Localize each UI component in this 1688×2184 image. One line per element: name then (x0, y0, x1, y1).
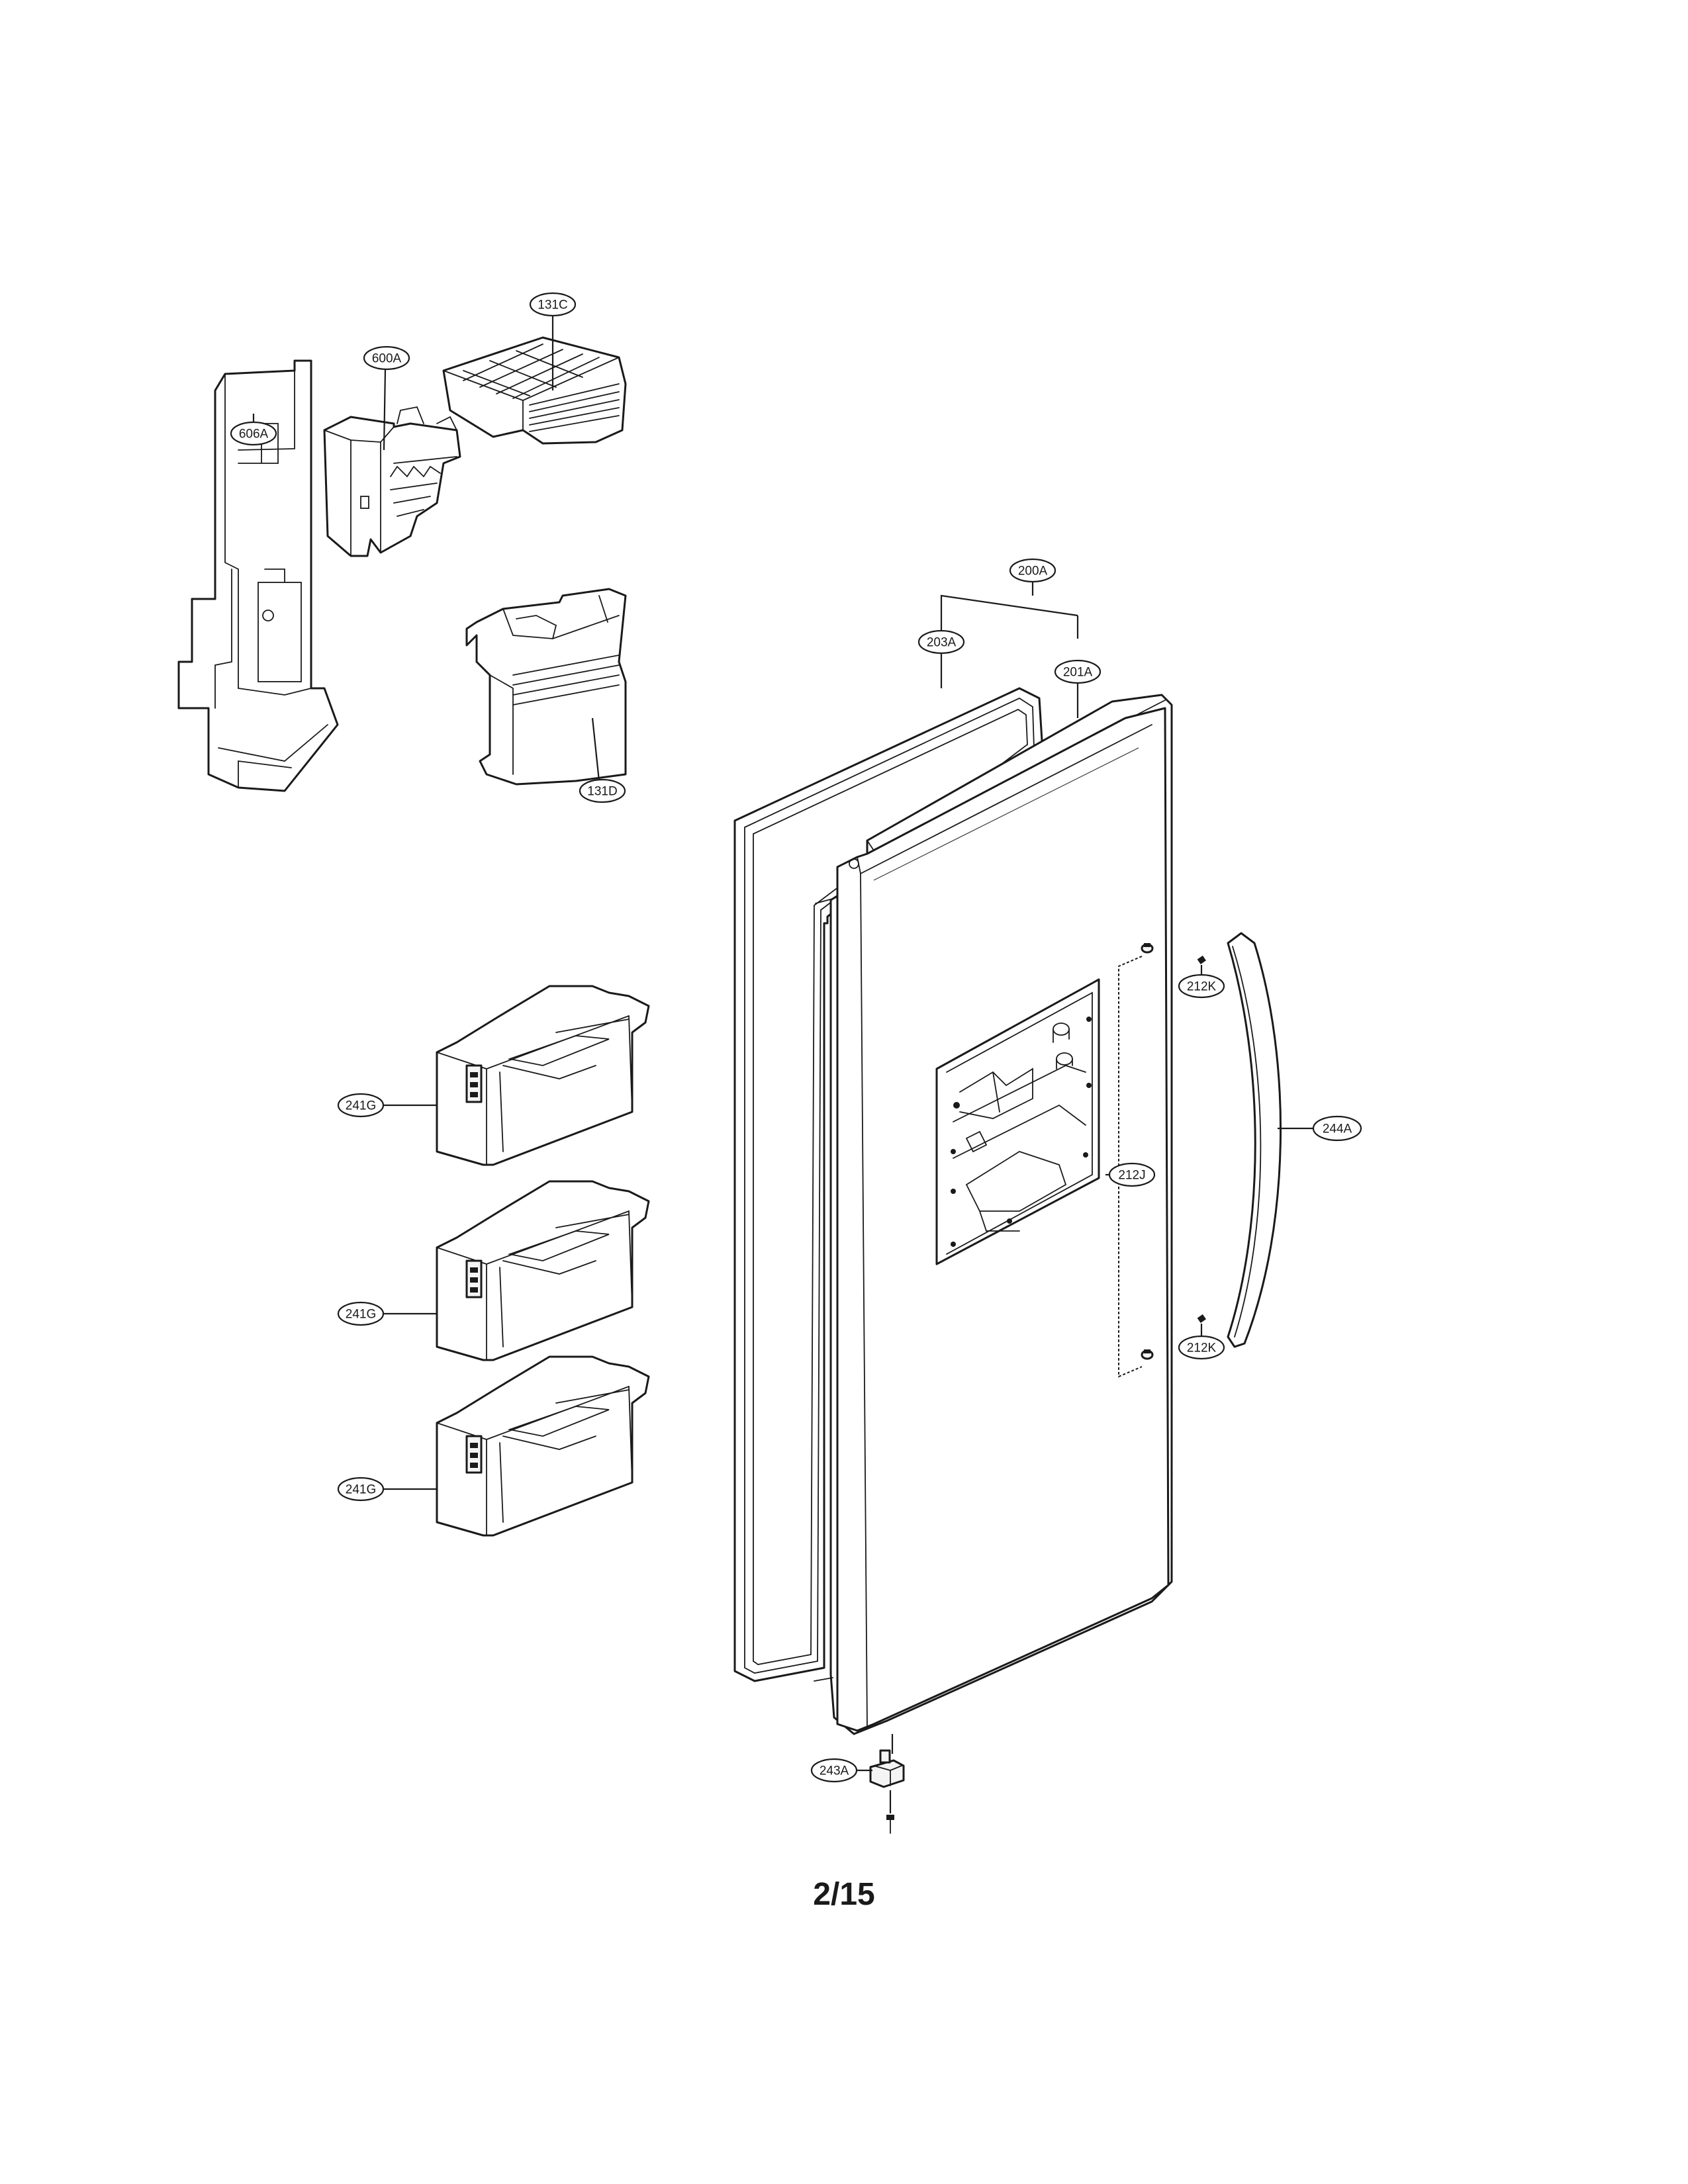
callout-600A: 600A (363, 345, 410, 371)
svg-text:244A: 244A (1323, 1122, 1352, 1136)
callout-241G-3: 241G (337, 1477, 385, 1502)
callout-212J: 212J (1108, 1162, 1156, 1187)
svg-text:201A: 201A (1063, 666, 1093, 680)
svg-text:241G: 241G (346, 1308, 376, 1322)
callout-131C: 131C (529, 292, 577, 317)
callout-212K-bottom: 212K (1178, 1335, 1225, 1360)
callout-241G-1: 241G (337, 1093, 385, 1118)
part-241G-door-bin-1 (436, 985, 650, 1166)
part-241G-door-bin-3 (436, 1355, 650, 1537)
callout-203A: 203A (917, 629, 965, 655)
callout-241G-2: 241G (337, 1301, 385, 1326)
part-600A-ice-maker (323, 406, 461, 557)
screw-top (1141, 943, 1154, 954)
svg-text:212K: 212K (1187, 1342, 1217, 1355)
part-131D-ice-bucket (465, 588, 627, 786)
page-number: 2/15 (813, 1877, 875, 1912)
callout-243A: 243A (810, 1758, 858, 1783)
svg-text:212K: 212K (1187, 980, 1217, 994)
callout-131D: 131D (579, 778, 626, 803)
part-dispenser-opening (935, 978, 1100, 1265)
svg-text:241G: 241G (346, 1099, 376, 1113)
callout-606A: 606A (230, 421, 277, 446)
svg-text:241G: 241G (346, 1483, 376, 1497)
svg-text:200A: 200A (1018, 565, 1048, 578)
svg-text:212J: 212J (1118, 1169, 1145, 1183)
svg-text:131D: 131D (587, 785, 617, 799)
part-244A-door-handle (1227, 932, 1282, 1348)
svg-text:600A: 600A (372, 352, 402, 366)
part-606A-ice-maker-bracket (177, 359, 339, 792)
part-131C-ice-maker-cover (442, 336, 627, 445)
svg-text:606A: 606A (239, 428, 269, 441)
callout-201A: 201A (1054, 659, 1102, 684)
part-241G-door-bin-2 (436, 1180, 650, 1361)
callout-244A: 244A (1312, 1115, 1362, 1142)
screw-bottom (1141, 1349, 1154, 1360)
svg-text:131C: 131C (538, 298, 567, 312)
leader-131D (591, 717, 600, 782)
svg-text:243A: 243A (820, 1764, 849, 1778)
svg-text:203A: 203A (927, 636, 957, 650)
part-212J-screws (1118, 943, 1154, 1378)
leader-600A (383, 369, 387, 451)
callout-212K-top: 212K (1178, 974, 1225, 999)
part-203A-door-gasket (733, 687, 1044, 1682)
part-212K-screw-bottom (1197, 1314, 1206, 1323)
callout-200A: 200A (1009, 558, 1056, 583)
part-243A-lower-hinge (869, 1734, 905, 1834)
leader-200A-bracket (940, 582, 1079, 639)
part-212K-screw-top (1197, 955, 1206, 964)
